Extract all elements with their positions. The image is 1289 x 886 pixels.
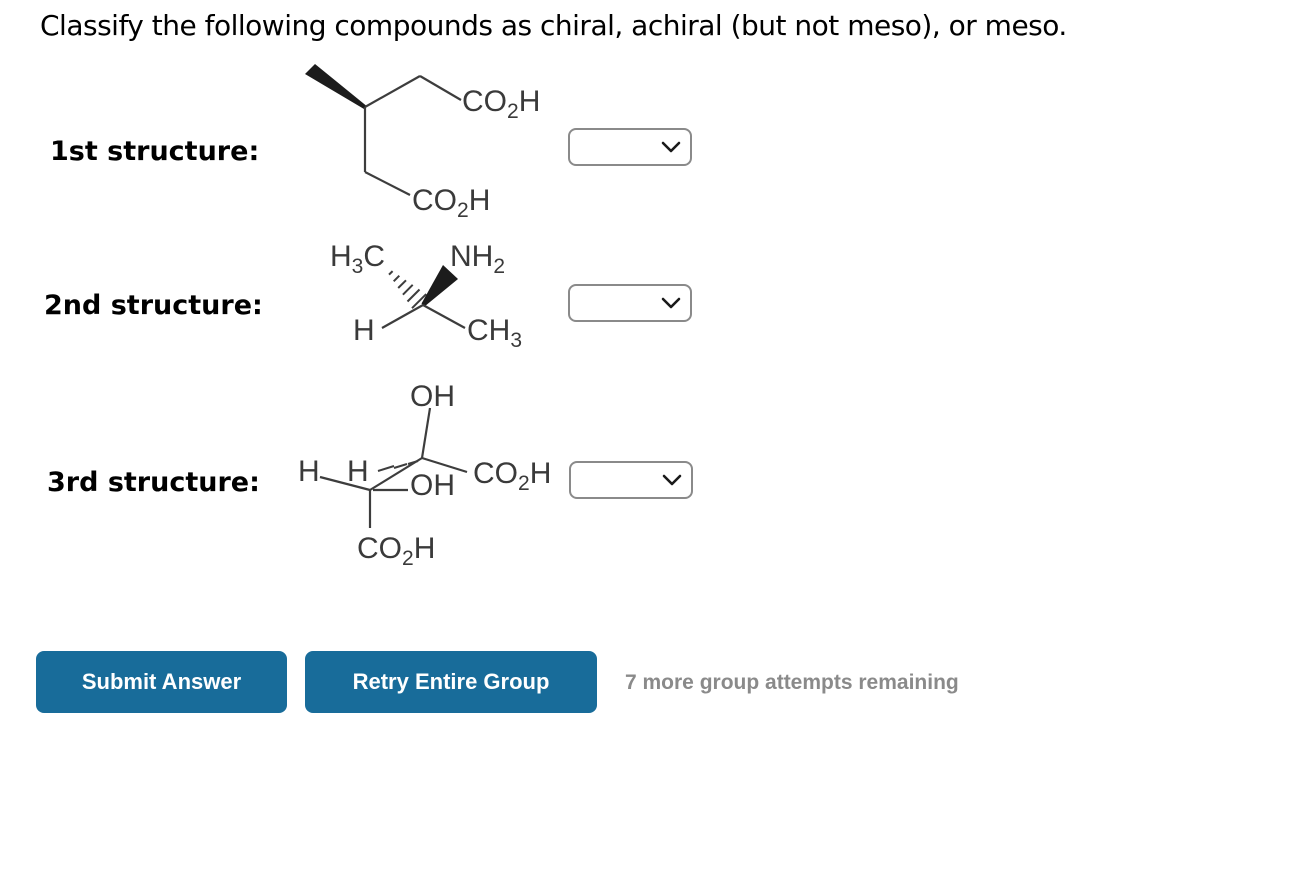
bond <box>422 304 466 329</box>
bond <box>419 75 462 101</box>
hash-wedge-bond-h3c <box>388 270 427 309</box>
structure-3-drawing: OH H H OH CO2H CO2H <box>290 376 580 581</box>
subscript: 3 <box>351 255 364 278</box>
bond <box>319 475 371 492</box>
question-title: Classify the following compounds as chir… <box>40 9 1067 42</box>
subscript: 2 <box>402 547 414 570</box>
subscript: 2 <box>518 472 530 495</box>
structure-1-label: 1st structure: <box>50 136 260 167</box>
structure-2-drawing: H3C NH2 H CH3 <box>320 240 555 365</box>
atom-label-co2h: CO2H <box>357 532 436 570</box>
bond <box>364 171 411 196</box>
atom-label-co2h: CO2H <box>473 457 552 495</box>
attempts-remaining-text: 7 more group attempts remaining <box>625 671 959 694</box>
structure-1-bonds <box>305 64 462 196</box>
wedge-bond-nh2 <box>421 265 458 307</box>
subscript: 2 <box>493 255 506 278</box>
subscript: 2 <box>457 199 469 222</box>
chevron-down-icon <box>661 141 681 153</box>
chevron-down-icon <box>661 297 681 309</box>
structure-1-answer-dropdown[interactable] <box>568 128 692 166</box>
structure-2-label: 2nd structure: <box>44 290 263 321</box>
structure-3-bonds <box>319 407 468 528</box>
atom-label-ch3: CH3 <box>467 314 523 352</box>
structure-2-answer-dropdown[interactable] <box>568 284 692 322</box>
wedge-bond-methyl <box>305 64 366 109</box>
chevron-down-icon <box>662 474 682 486</box>
atom-label-nh2: NH2 <box>450 240 506 278</box>
subscript: 3 <box>510 329 523 352</box>
hash-wedge-bond-h <box>377 460 419 472</box>
atom-label-co2h: CO2H <box>412 184 491 222</box>
bond <box>364 75 421 108</box>
structure-3-answer-dropdown[interactable] <box>569 461 693 499</box>
structure-1-drawing: CO2H CO2H <box>295 58 565 228</box>
submit-answer-button[interactable]: Submit Answer <box>36 651 287 713</box>
bond <box>381 304 424 329</box>
structure-3-label: 3rd structure: <box>47 467 260 498</box>
atom-label-oh: OH <box>410 380 455 413</box>
atom-label-h: H <box>298 455 320 488</box>
retry-entire-group-button[interactable]: Retry Entire Group <box>305 651 597 713</box>
atom-label-oh: OH <box>410 469 455 502</box>
atom-label-h: H <box>347 455 369 488</box>
atom-label-h3c: H3C <box>330 240 386 278</box>
structure-2-bonds <box>381 265 466 329</box>
bond <box>421 456 468 474</box>
subscript: 2 <box>507 100 519 123</box>
atom-label-co2h: CO2H <box>462 85 541 123</box>
atom-label-h: H <box>353 314 375 347</box>
bond <box>420 407 432 459</box>
